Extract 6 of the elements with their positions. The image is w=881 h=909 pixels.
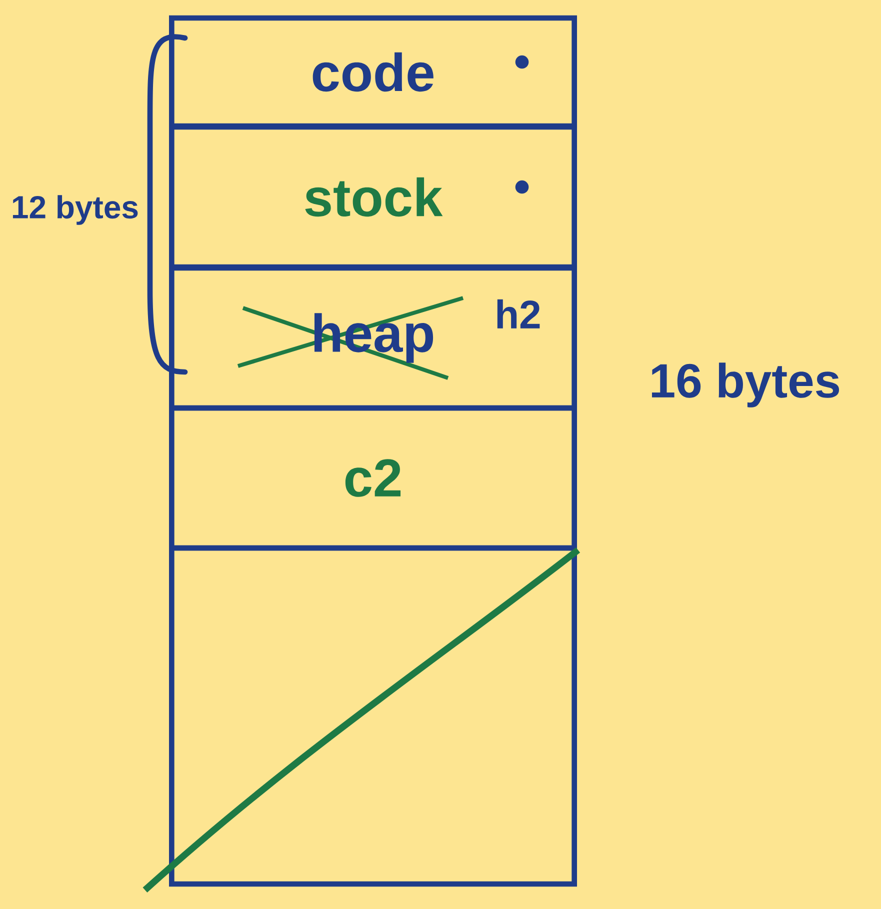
memory-segment: code bbox=[169, 15, 577, 129]
memory-segment: c2 bbox=[169, 405, 577, 551]
memory-segment: stock bbox=[169, 124, 577, 270]
size-label: 12 bytes bbox=[8, 192, 142, 228]
superscript-label: h2 bbox=[497, 299, 540, 328]
size-label: 16 bytes bbox=[646, 360, 844, 410]
